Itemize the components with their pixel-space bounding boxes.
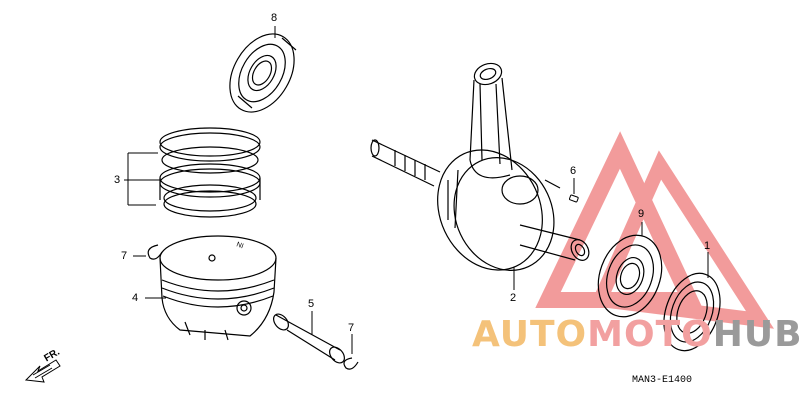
key-6 bbox=[568, 194, 579, 203]
watermark-part1: AUTO bbox=[472, 314, 588, 355]
diagram-code: MAN3-E1400 bbox=[632, 375, 693, 386]
piston-pin-5 bbox=[273, 313, 345, 364]
callout-1: 1 bbox=[704, 240, 711, 252]
callout-9: 9 bbox=[638, 208, 645, 220]
callout-7b: 7 bbox=[348, 322, 355, 334]
piston-rings-3 bbox=[159, 127, 261, 218]
watermark-part3: HUB bbox=[712, 314, 800, 355]
oil-seal-1 bbox=[663, 272, 721, 352]
piston-mark: NI bbox=[235, 241, 244, 250]
callout-5: 5 bbox=[308, 298, 315, 310]
circlip-7a bbox=[147, 244, 163, 260]
callout-6: 6 bbox=[570, 165, 577, 177]
bearing-8 bbox=[229, 33, 297, 113]
front-arrow-icon bbox=[24, 359, 61, 383]
circlip-7b bbox=[343, 357, 359, 370]
piston-4 bbox=[159, 235, 277, 341]
callout-7a: 7 bbox=[121, 250, 128, 262]
watermark-logo bbox=[535, 131, 775, 329]
callout-3: 3 bbox=[114, 174, 121, 186]
bearing-9 bbox=[597, 234, 663, 318]
bracket-3 bbox=[124, 152, 160, 206]
callout-2: 2 bbox=[510, 292, 517, 304]
watermark-part2: MOTO bbox=[587, 314, 713, 355]
watermark-text: AUTOMOTOHUB bbox=[472, 314, 800, 355]
crankshaft-2 bbox=[370, 62, 590, 271]
callout-8: 8 bbox=[271, 12, 278, 24]
callout-4: 4 bbox=[132, 292, 139, 304]
